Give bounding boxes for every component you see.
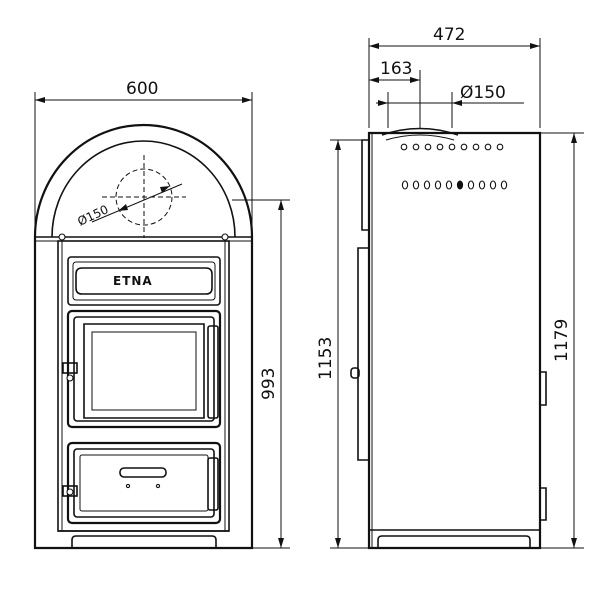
flue-arrow-2 bbox=[160, 186, 170, 193]
air-regulator-mark-right bbox=[155, 483, 161, 489]
vent-hole bbox=[436, 143, 444, 151]
brand-plate-outline bbox=[75, 267, 213, 295]
fire-door-hinge-pin bbox=[66, 374, 74, 382]
side-body-outline bbox=[367, 131, 542, 550]
height-dim-arrow-bottom bbox=[278, 538, 284, 548]
front-height-label: 1153 bbox=[316, 337, 336, 380]
width-dim-arrow-left bbox=[35, 97, 45, 103]
vent-hole bbox=[434, 180, 442, 190]
rear-bracket-upper bbox=[540, 371, 547, 406]
vent-hole bbox=[423, 180, 431, 190]
height-dim-label: 993 bbox=[259, 368, 279, 400]
ash-door-inner bbox=[73, 448, 215, 518]
flue-offset-arrow-left bbox=[369, 77, 379, 83]
side-flue-collar bbox=[381, 127, 459, 136]
side-plinth bbox=[369, 529, 540, 548]
flue-outlet-circle bbox=[115, 168, 173, 226]
vent-hole bbox=[472, 143, 480, 151]
vent-hole bbox=[400, 143, 408, 151]
middle-vent-holes bbox=[401, 180, 508, 190]
ash-door-hinge bbox=[62, 485, 78, 497]
air-regulator-slot bbox=[119, 467, 167, 478]
arch-bolt-left bbox=[58, 233, 66, 241]
vent-hole bbox=[496, 143, 504, 151]
front-height-arrow-bottom bbox=[335, 538, 341, 548]
fire-door-inner bbox=[73, 316, 215, 422]
vent-hole bbox=[424, 143, 432, 151]
brand-panel bbox=[67, 256, 221, 306]
rear-height-label: 1179 bbox=[552, 319, 572, 362]
vent-hole bbox=[460, 143, 468, 151]
vent-hole bbox=[478, 180, 486, 190]
vent-hole bbox=[500, 180, 508, 190]
ash-door-hinge-pin bbox=[66, 488, 74, 496]
front-plinth bbox=[58, 530, 229, 548]
side-flue-collar-inner bbox=[385, 134, 455, 141]
rear-height-arrow-bottom bbox=[571, 538, 577, 548]
fire-door-window bbox=[83, 323, 205, 419]
vent-hole bbox=[484, 143, 492, 151]
fire-door-handle-bar bbox=[207, 325, 219, 419]
vent-hole bbox=[448, 143, 456, 151]
side-front-panel bbox=[361, 139, 369, 231]
top-vent-holes bbox=[400, 143, 504, 151]
side-door-projection bbox=[357, 247, 369, 461]
flue-diameter-leader bbox=[91, 183, 183, 223]
stove-body-outline bbox=[33, 123, 254, 550]
width-dim-arrow-right bbox=[242, 97, 252, 103]
side-flue-arrow-left bbox=[378, 100, 388, 106]
flue-arrow-1 bbox=[118, 204, 128, 211]
flue-offset-arrow-right bbox=[410, 77, 420, 83]
vent-hole-filled bbox=[456, 180, 464, 190]
vent-hole bbox=[467, 180, 475, 190]
brand-panel-inner bbox=[72, 261, 216, 301]
front-view: Ø150 ETNA bbox=[33, 79, 290, 550]
depth-dim-arrow-right bbox=[530, 43, 540, 49]
vent-hole bbox=[401, 180, 409, 190]
fire-door bbox=[66, 309, 222, 429]
side-door-knob bbox=[350, 367, 360, 379]
depth-dim-arrow-left bbox=[369, 43, 379, 49]
flue-offset-label: 163 bbox=[380, 59, 412, 79]
height-dim-arrow-top bbox=[278, 200, 284, 210]
vent-hole bbox=[489, 180, 497, 190]
ash-door-panel bbox=[79, 454, 209, 512]
ash-door bbox=[66, 441, 222, 525]
vent-hole bbox=[445, 180, 453, 190]
fire-door-hinge bbox=[62, 362, 78, 374]
vent-hole bbox=[412, 143, 420, 151]
side-flue-arrow-right bbox=[452, 100, 462, 106]
side-flue-diameter-label: Ø150 bbox=[460, 83, 506, 103]
depth-dim-label: 472 bbox=[433, 25, 465, 45]
side-view: 472 163 Ø150 1153 1179 bbox=[316, 25, 584, 550]
brand-plate-text: ETNA bbox=[113, 274, 153, 288]
front-height-arrow-top bbox=[335, 140, 341, 150]
width-dim-label: 600 bbox=[126, 79, 158, 99]
rear-bracket-lower bbox=[540, 487, 547, 521]
air-regulator-mark-left bbox=[125, 483, 131, 489]
fire-door-glass bbox=[91, 331, 197, 411]
ash-door-handle-bar bbox=[207, 457, 219, 511]
arch-bolt-right bbox=[221, 233, 229, 241]
arch-inner-line bbox=[51, 140, 236, 238]
vent-hole bbox=[412, 180, 420, 190]
rear-height-arrow-top bbox=[571, 133, 577, 143]
flue-diameter-label: Ø150 bbox=[75, 202, 110, 228]
